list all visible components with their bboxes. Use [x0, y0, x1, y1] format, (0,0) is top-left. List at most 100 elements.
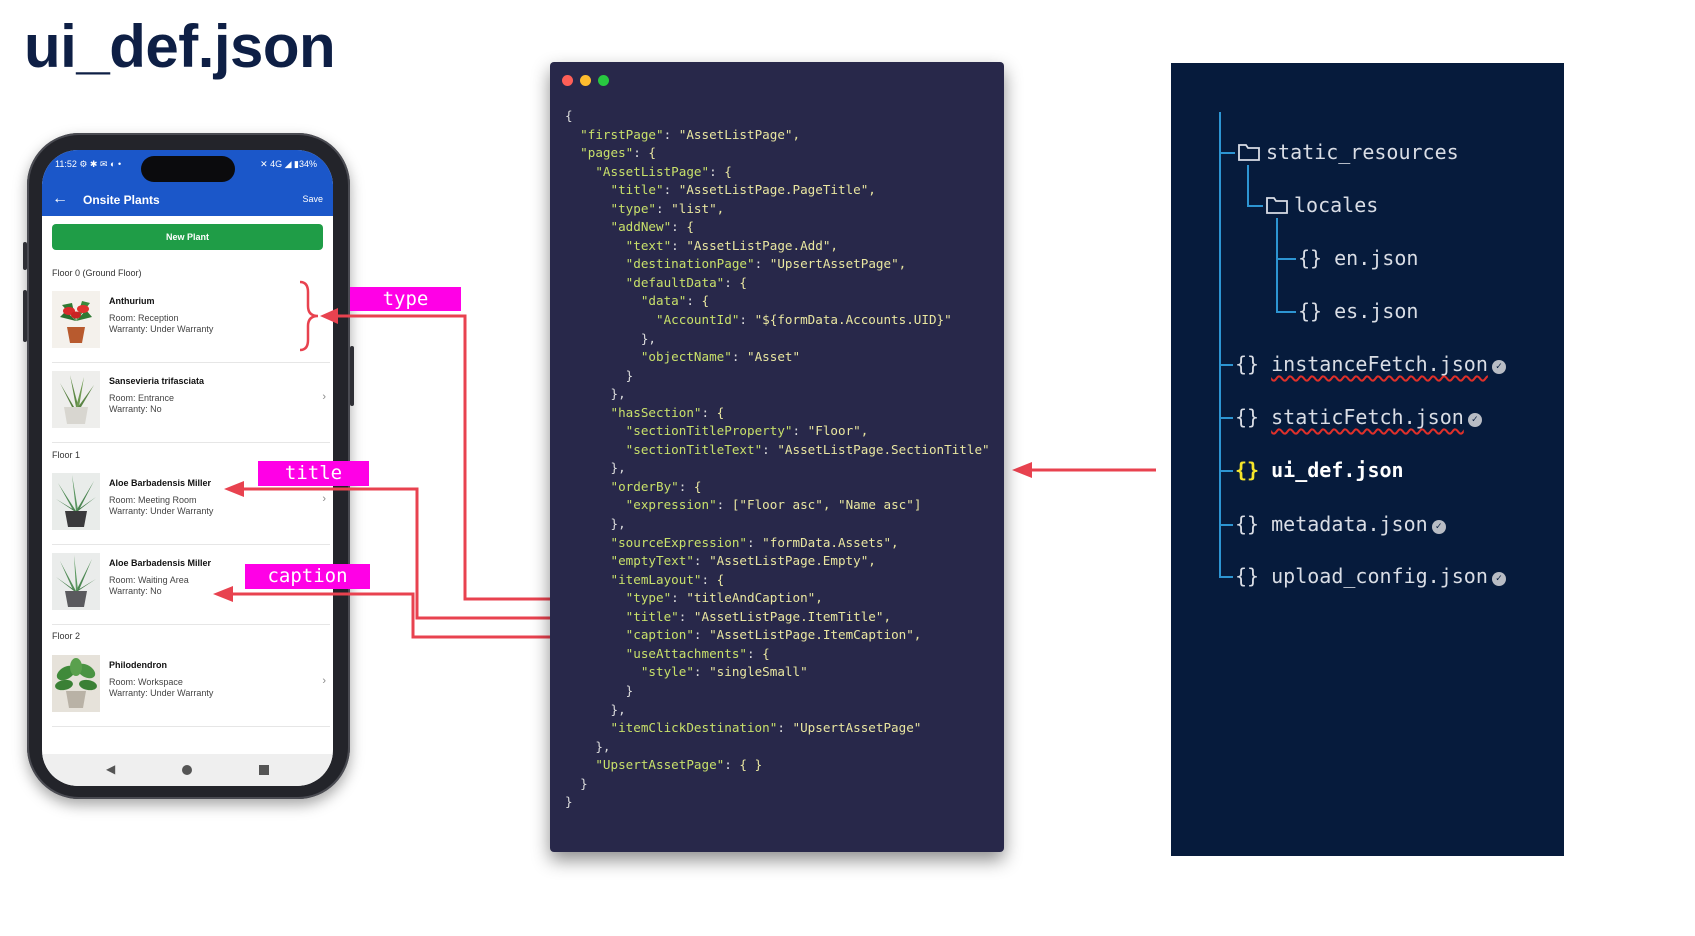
tree-file-en[interactable]: {} en.json	[1298, 246, 1418, 270]
android-nav-bar: ◀	[42, 754, 333, 786]
tree-guide	[1219, 152, 1235, 154]
code-line: "data": {	[640, 293, 710, 309]
arrow-left-icon[interactable]: ←	[52, 190, 68, 207]
tree-guide	[1219, 576, 1233, 578]
slide-title: ui_def.json	[24, 13, 336, 80]
code-line: "AccountId": "${formData.Accounts.UID}"	[656, 312, 952, 328]
nav-home-icon[interactable]	[182, 765, 192, 775]
item-title: Philodendron	[109, 660, 167, 670]
phone-screen: 11:52 ⚙ ✱ ✉ ◐ • ✕ 4G ◢ ▮34% ← Onsite Pla…	[42, 150, 333, 786]
tree-file-metadata[interactable]: {} metadata.json✓	[1235, 512, 1446, 536]
code-line: "type": "titleAndCaption",	[625, 590, 823, 606]
item-caption: Room: Entrance	[109, 393, 175, 403]
list-item[interactable]: Philodendron Room: Workspace Warranty: U…	[52, 650, 330, 727]
maximize-dot-icon[interactable]	[598, 75, 609, 86]
code-line: "expression": ["Floor asc", "Name asc"]	[625, 497, 922, 513]
code-line: "itemClickDestination": "UpsertAssetPage…	[610, 720, 922, 736]
check-circle-icon: ✓	[1491, 572, 1506, 586]
folder-icon	[1266, 197, 1288, 214]
code-line: }	[565, 794, 573, 810]
code-line: "itemLayout": {	[610, 571, 725, 587]
item-title: Anthurium	[109, 296, 155, 306]
json-braces-icon: {}	[1235, 458, 1260, 482]
item-caption: Room: Workspace	[109, 677, 183, 687]
code-line: }	[565, 775, 588, 791]
json-braces-icon: {}	[1235, 564, 1260, 588]
code-line: },	[565, 738, 611, 754]
status-indicators: ✕ 4G ◢ ▮34%	[260, 159, 317, 169]
tree-folder-static-resources[interactable]: static_resources	[1237, 140, 1459, 164]
code-line: "addNew": {	[610, 219, 694, 235]
tree-file-label: ui_def.json	[1271, 458, 1404, 482]
plant-thumbnail	[52, 655, 100, 712]
json-braces-icon: {}	[1298, 299, 1323, 323]
code-line: },	[565, 701, 626, 717]
item-bracket	[299, 280, 319, 352]
code-line: {	[565, 108, 573, 123]
code-line: "type": "list",	[610, 200, 725, 216]
code-line: "title": "AssetListPage.PageTitle",	[610, 182, 876, 198]
code-line: "defaultData": {	[625, 274, 748, 290]
section-title: Floor 0 (Ground Floor)	[52, 268, 142, 278]
title-label: title	[258, 461, 369, 486]
folder-icon	[1238, 144, 1260, 161]
phone-side-button	[350, 346, 354, 406]
code-window	[550, 62, 1004, 852]
plant-thumbnail	[52, 371, 100, 428]
list-item[interactable]: Aloe Barbadensis Miller Room: Meeting Ro…	[52, 468, 330, 545]
tree-file-ui-def[interactable]: {} ui_def.json	[1235, 458, 1404, 482]
list-item[interactable]: Aloe Barbadensis Miller Room: Waiting Ar…	[52, 548, 330, 625]
code-line: "UpsertAssetPage": { }	[595, 757, 763, 773]
item-caption: Room: Reception	[109, 313, 179, 323]
tree-file-label: metadata.json	[1271, 512, 1428, 536]
item-title: Aloe Barbadensis Miller	[109, 558, 212, 568]
chevron-right-icon: ›	[322, 675, 326, 687]
list-item[interactable]: Anthurium Room: Reception Warranty: Unde…	[52, 286, 330, 363]
item-caption: Warranty: No	[109, 404, 162, 414]
minimize-dot-icon[interactable]	[580, 75, 591, 86]
dynamic-island	[141, 156, 235, 182]
plant-thumbnail	[52, 291, 100, 348]
tree-file-es[interactable]: {} es.json	[1298, 299, 1418, 323]
check-circle-icon: ✓	[1467, 413, 1482, 427]
item-caption: Warranty: No	[109, 586, 162, 596]
code-line: },	[565, 516, 626, 532]
nav-back-icon[interactable]: ◀	[106, 762, 116, 776]
tree-file-staticfetch[interactable]: {} staticFetch.json✓	[1235, 405, 1482, 429]
code-line: },	[565, 386, 626, 402]
check-circle-icon: ✓	[1431, 520, 1446, 534]
save-button[interactable]: Save	[302, 194, 323, 204]
tree-file-label: es.json	[1334, 299, 1419, 323]
item-caption: Room: Waiting Area	[109, 575, 189, 585]
code-line: "title": "AssetListPage.ItemTitle",	[625, 608, 892, 624]
item-caption: Warranty: Under Warranty	[109, 324, 214, 334]
tree-guide	[1219, 417, 1233, 419]
tree-guide	[1219, 470, 1233, 472]
tree-folder-locales[interactable]: locales	[1265, 193, 1378, 217]
phone-side-button	[23, 242, 27, 270]
close-dot-icon[interactable]	[562, 75, 573, 86]
file-tree-panel	[1171, 63, 1564, 856]
caption-arrow	[231, 592, 614, 639]
tree-file-label: instanceFetch.json	[1271, 352, 1488, 376]
tree-file-upload-config[interactable]: {} upload_config.json✓	[1235, 564, 1506, 588]
tree-file-instancefetch[interactable]: {} instanceFetch.json✓	[1235, 352, 1506, 376]
tree-file-label: upload_config.json	[1271, 564, 1488, 588]
tree-guide	[1276, 258, 1296, 260]
page-title: Onsite Plants	[83, 193, 160, 207]
code-line: "caption": "AssetListPage.ItemCaption",	[625, 627, 922, 643]
new-plant-button[interactable]: New Plant	[52, 224, 323, 250]
nav-recents-icon[interactable]	[259, 765, 269, 775]
app-header: ← Onsite Plants Save	[42, 184, 333, 216]
code-line: "destinationPage": "UpsertAssetPage",	[625, 256, 907, 272]
code-line: "firstPage": "AssetListPage",	[580, 126, 801, 142]
json-braces-icon: {}	[1235, 405, 1260, 429]
plant-thumbnail	[52, 473, 100, 530]
tree-file-label: en.json	[1334, 246, 1419, 270]
code-line: "sectionTitleProperty": "Floor",	[625, 423, 869, 439]
code-line: "useAttachments": {	[625, 645, 770, 661]
item-title: Aloe Barbadensis Miller	[109, 478, 212, 488]
list-item[interactable]: Sansevieria trifasciata Room: Entrance W…	[52, 366, 330, 443]
status-time: 11:52 ⚙ ✱ ✉ ◐ •	[55, 159, 122, 169]
